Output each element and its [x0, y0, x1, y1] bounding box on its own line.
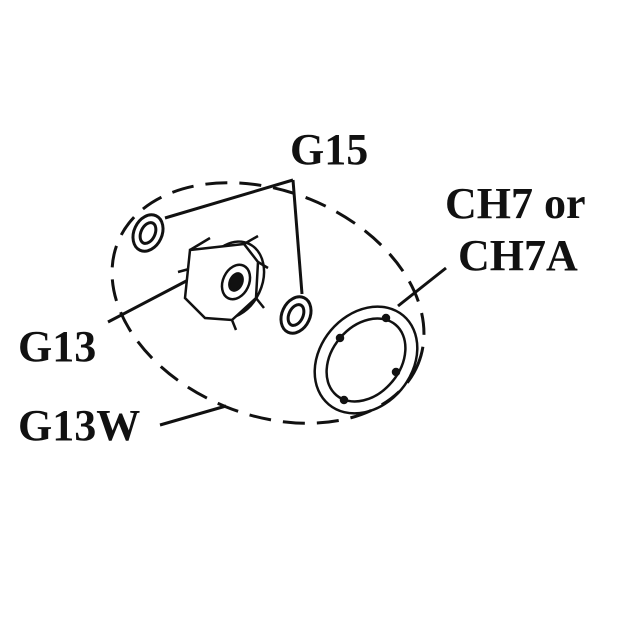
leader-g15-left	[164, 178, 294, 220]
leader-g13w	[159, 404, 227, 427]
label-g15: G15	[290, 125, 369, 174]
impeller	[177, 234, 269, 331]
leader-ch7	[397, 266, 447, 308]
label-ch7a: CH7A	[458, 231, 578, 280]
leader-g15-right	[291, 179, 304, 295]
label-ch7: CH7 or	[445, 179, 586, 228]
gasket	[313, 305, 419, 415]
o-ring-right	[279, 295, 313, 335]
o-ring-left	[131, 213, 165, 253]
label-g13: G13	[18, 322, 97, 371]
leader-g13	[107, 276, 193, 324]
label-g13w: G13W	[18, 401, 141, 450]
